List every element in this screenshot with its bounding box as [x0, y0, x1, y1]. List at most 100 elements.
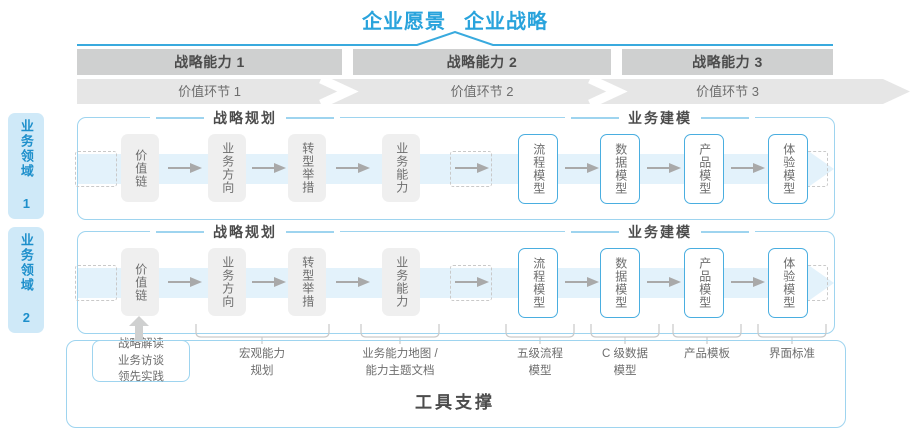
flow-arrow-1-5	[565, 163, 599, 173]
capability-bar-3[interactable]: 战略能力 3	[622, 49, 833, 75]
tool-label-line: 界面标准	[769, 348, 815, 360]
section-label: 业务建模	[628, 110, 692, 126]
flow-node-label: 体验模型	[781, 257, 796, 309]
value-chain-label-3: 价值环节 3	[696, 84, 759, 99]
flow-node-label: 流程模型	[531, 143, 546, 195]
capability-label-2: 战略能力 2	[446, 54, 518, 70]
tool-label-line: 模型	[613, 364, 637, 377]
tool-label-1: 宏观能力规划	[202, 346, 322, 379]
flow-arrow-2-7	[731, 277, 765, 287]
tool-label-2: 业务能力地图 / 能力主题文档	[340, 346, 460, 379]
flow-arrow-2-1	[168, 277, 202, 287]
placeholder-box	[450, 151, 492, 187]
flow-node-label: 数据模型	[613, 257, 628, 309]
tool-support-panel	[66, 340, 846, 428]
section-title-business-modeling-1: 业务建模	[565, 109, 755, 127]
flow-node-label: 转型举措	[300, 142, 315, 194]
flow-node-label: 体验模型	[781, 143, 796, 195]
flow-node-label: 业务能力	[394, 256, 409, 308]
flow-node-1-4[interactable]: 业务能力	[382, 134, 420, 202]
capability-bar-2[interactable]: 战略能力 2	[353, 49, 611, 75]
flow-arrow-1-1	[168, 163, 202, 173]
tool-label-line: C 级数据	[602, 348, 648, 360]
flow-node-label: 价值链	[133, 262, 148, 302]
flow-arrow-1-6	[647, 163, 681, 173]
strategy-label: 企业战略	[464, 11, 548, 33]
flow-node-label: 产品模型	[697, 257, 712, 309]
flow-node-label: 数据模型	[613, 143, 628, 195]
flow-node-2-6[interactable]: 数据模型	[600, 248, 640, 318]
flow-node-2-2[interactable]: 业务方向	[208, 248, 246, 316]
domain-label-2: 业务领域 2	[18, 233, 34, 327]
value-chain-shape	[77, 79, 910, 104]
flow-arrow-1-2	[252, 163, 286, 173]
tool-label-line: 规划	[250, 364, 274, 377]
flow-node-1-8[interactable]: 体验模型	[768, 134, 808, 204]
tool-label-line: 能力主题文档	[365, 364, 435, 377]
flow-node-1-2[interactable]: 业务方向	[208, 134, 246, 202]
tool-label-6: 界面标准	[732, 346, 852, 363]
flow-node-2-4[interactable]: 业务能力	[382, 248, 420, 316]
flow-node-1-6[interactable]: 数据模型	[600, 134, 640, 204]
tool-label-line: 业务访谈	[118, 354, 164, 367]
flow-node-1-7[interactable]: 产品模型	[684, 134, 724, 204]
tool-label-line: 战略解读	[118, 338, 164, 350]
flow-node-label: 转型举措	[300, 256, 315, 308]
section-title-strategy-planning-2: 战略规划	[150, 223, 340, 241]
flow-node-label: 业务方向	[220, 142, 235, 194]
flow-arrow-2-5	[565, 277, 599, 287]
flow-node-label: 流程模型	[531, 257, 546, 309]
rule-right-icon	[701, 117, 749, 119]
vision-connector-line	[77, 31, 833, 46]
capability-label-1: 战略能力 1	[174, 54, 245, 70]
flow-node-2-1[interactable]: 价值链	[121, 248, 159, 316]
tool-item-0[interactable]: 战略解读业务访谈领先实践	[92, 338, 190, 383]
flow-arrow-2-6	[647, 277, 681, 287]
rule-right-icon	[286, 231, 334, 233]
placeholder-box	[75, 151, 117, 187]
rule-left-icon	[571, 231, 619, 233]
placeholder-box	[75, 265, 117, 301]
rule-right-icon	[286, 117, 334, 119]
flow-node-2-3[interactable]: 转型举措	[288, 248, 326, 316]
flow-node-1-1[interactable]: 价值链	[121, 134, 159, 202]
tool-label-5: 产品模板	[647, 346, 767, 363]
tool-label-4: C 级数据模型	[565, 346, 685, 379]
tool-label-line: 五级流程	[517, 348, 563, 360]
flow-node-2-5[interactable]: 流程模型	[518, 248, 558, 318]
flow-node-2-8[interactable]: 体验模型	[768, 248, 808, 318]
flow-arrow-2-2	[252, 277, 286, 287]
flow-node-2-7[interactable]: 产品模型	[684, 248, 724, 318]
capability-bar-1[interactable]: 战略能力 1	[77, 49, 342, 75]
flow-node-1-5[interactable]: 流程模型	[518, 134, 558, 204]
domain-tag-1[interactable]: 业务领域 1	[8, 113, 44, 219]
capability-label-3: 战略能力 3	[692, 54, 763, 70]
tool-label-line: 宏观能力	[239, 348, 285, 360]
domain-label-1: 业务领域 1	[18, 119, 34, 213]
vision-label: 企业愿景	[362, 11, 446, 33]
value-chain-label-2: 价值环节 2	[450, 84, 514, 99]
page-title: 企业愿景企业战略	[0, 5, 910, 34]
tool-label-line: 模型	[528, 364, 552, 377]
rule-left-icon	[156, 231, 204, 233]
value-chain-label-1: 价值环节 1	[178, 84, 241, 99]
section-label: 业务建模	[628, 224, 692, 240]
section-label: 战略规划	[213, 110, 277, 126]
flow-node-label: 业务方向	[220, 256, 235, 308]
domain-tag-2[interactable]: 业务领域 2	[8, 227, 44, 333]
flow-arrow-2-3	[336, 277, 370, 287]
flow-node-label: 价值链	[133, 148, 148, 188]
tool-label-line: 业务能力地图 /	[362, 348, 438, 360]
rule-right-icon	[701, 231, 749, 233]
section-title-business-modeling-2: 业务建模	[565, 223, 755, 241]
flow-node-1-3[interactable]: 转型举措	[288, 134, 326, 202]
tool-label-line: 领先实践	[118, 371, 164, 384]
tool-label-line: 产品模板	[684, 348, 730, 360]
section-title-strategy-planning-1: 战略规划	[150, 109, 340, 127]
placeholder-box	[450, 265, 492, 301]
rule-left-icon	[571, 117, 619, 119]
flow-node-label: 业务能力	[394, 142, 409, 194]
value-chain-bar: 价值环节 1 价值环节 2 价值环节 3	[77, 79, 910, 104]
tool-label-0: 战略解读业务访谈领先实践	[118, 336, 164, 386]
